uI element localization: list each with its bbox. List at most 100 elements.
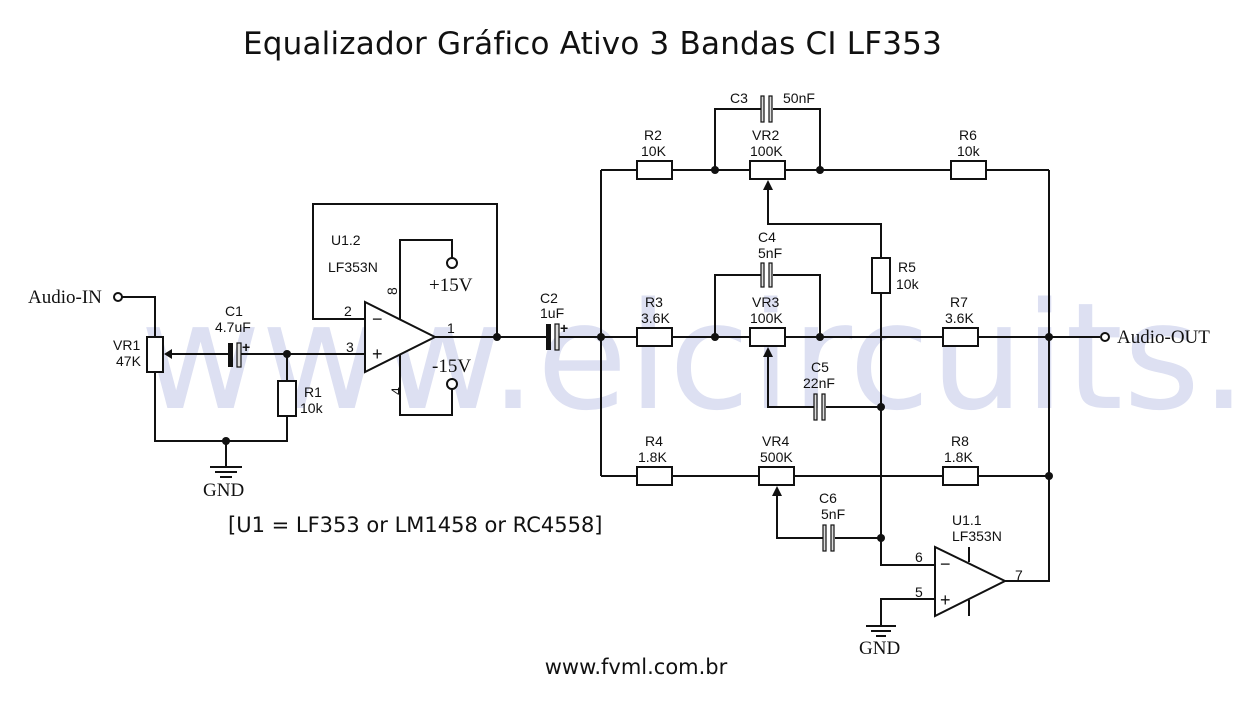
vplus-terminal xyxy=(446,257,458,269)
r8-body xyxy=(942,466,979,486)
opamp-u1-1: U1.1 LF353N − + 6 5 7 GND xyxy=(859,512,1023,659)
c5-plate xyxy=(813,393,818,421)
footer-url[interactable]: www.fvml.com.br xyxy=(544,655,728,679)
r5-body xyxy=(871,257,891,294)
r4-ref: R4 xyxy=(645,433,663,449)
capacitor-c2: + C2 1uF xyxy=(540,290,637,351)
feedback-wire xyxy=(312,203,498,337)
r5-value: 10k xyxy=(896,276,920,292)
r3-body xyxy=(636,327,673,347)
junction xyxy=(493,333,501,341)
vr2-value: 100K xyxy=(750,143,783,159)
c1-polarity: + xyxy=(242,339,250,355)
audio-out-terminal xyxy=(1100,332,1110,342)
c2-polarity: + xyxy=(560,320,568,336)
c6-plate xyxy=(830,524,835,552)
u1-1-triangle xyxy=(934,545,1008,618)
r6-value: 10k xyxy=(957,143,981,159)
c3-ref: C3 xyxy=(730,90,748,106)
u1-2-ref: U1.2 xyxy=(331,232,361,248)
c1-value: 4.7uF xyxy=(215,319,251,335)
r5-ref: R5 xyxy=(898,259,916,275)
u1-1-pin5: 5 xyxy=(915,584,923,600)
u1-2-pin8: 8 xyxy=(384,287,400,295)
junction xyxy=(877,403,885,411)
vplus-label: +15V xyxy=(429,275,473,296)
u1-2-inv-sign: − xyxy=(372,309,383,329)
c5-ref: C5 xyxy=(811,359,829,375)
ground-icon xyxy=(210,466,242,478)
vr3-body xyxy=(749,327,786,347)
junction xyxy=(877,534,885,542)
vr1-value: 47K xyxy=(116,353,142,369)
u1-1-pin6: 6 xyxy=(915,549,923,565)
c2-plate-pos xyxy=(554,323,560,351)
vr4-ref: VR4 xyxy=(762,433,789,449)
c2-plate-neg xyxy=(546,324,551,350)
audio-in-label: Audio-IN xyxy=(28,287,102,308)
r2-body xyxy=(636,160,673,180)
u1-2-pin2: 2 xyxy=(344,303,352,319)
c4-plate xyxy=(760,262,765,288)
wire xyxy=(399,239,453,320)
vr3-wiper-arrow xyxy=(763,347,773,357)
u1-1-inv-sign: − xyxy=(940,554,951,574)
input-section: Audio-IN VR1 47K + C1 4.7uF R1 10k GND xyxy=(28,287,365,501)
r1-body xyxy=(277,380,297,417)
c5-plate xyxy=(821,393,826,421)
r7-body xyxy=(942,327,979,347)
vr4-value: 500K xyxy=(760,449,793,465)
wire xyxy=(122,296,156,337)
wire xyxy=(767,190,882,258)
audio-out-label: Audio-OUT xyxy=(1117,327,1210,348)
vr2-body xyxy=(749,160,786,180)
u1-1-pin7: 7 xyxy=(1015,567,1023,583)
wire xyxy=(154,372,288,442)
r1-ref: R1 xyxy=(304,384,322,400)
c3-value: 50nF xyxy=(783,90,815,106)
r2-ref: R2 xyxy=(644,127,662,143)
right-rail xyxy=(1005,170,1050,582)
opamp-u1-2: U1.2 LF353N − + 2 3 1 8 4 +15V -15V xyxy=(312,203,548,416)
wire xyxy=(767,357,881,408)
r7-value: 3.6K xyxy=(945,310,974,326)
wire xyxy=(399,354,453,416)
vr2-ref: VR2 xyxy=(752,127,779,143)
r8-value: 1.8K xyxy=(944,449,973,465)
wire xyxy=(714,108,821,170)
vr1-wiper-arrow xyxy=(164,349,172,359)
u1-1-part: LF353N xyxy=(952,528,1002,544)
c6-plate xyxy=(822,524,827,552)
vr1-ref: VR1 xyxy=(113,337,140,353)
u1-2-pin1: 1 xyxy=(447,320,455,336)
wire xyxy=(880,598,935,626)
u1-2-part: LF353N xyxy=(328,259,378,275)
c4-value: 5nF xyxy=(758,245,782,261)
vr3-ref: VR3 xyxy=(752,294,779,310)
vr4-wiper-arrow xyxy=(772,486,782,496)
wire xyxy=(880,293,935,566)
vr4-body xyxy=(758,466,795,486)
vr2-wiper-arrow xyxy=(763,180,773,190)
r4-body xyxy=(636,466,673,486)
u1-2-noninv-sign: + xyxy=(372,344,383,364)
wire xyxy=(714,274,821,337)
r3-value: 3.6K xyxy=(641,310,670,326)
c6-ref: C6 xyxy=(819,490,837,506)
r1-value: 10k xyxy=(300,400,324,416)
ground-icon xyxy=(866,625,896,637)
u1-2-pin3: 3 xyxy=(346,339,354,355)
c2-ref: C2 xyxy=(540,290,558,306)
audio-in-terminal xyxy=(113,292,123,302)
r6-body xyxy=(950,160,987,180)
c4-ref: C4 xyxy=(758,229,776,245)
r3-ref: R3 xyxy=(645,294,663,310)
c2-value: 1uF xyxy=(540,305,564,321)
vr1-body xyxy=(146,336,164,373)
gnd-label-2: GND xyxy=(859,638,900,659)
ic-substitution-note: [U1 = LF353 or LM1458 or RC4558] xyxy=(228,513,603,537)
u1-1-ref: U1.1 xyxy=(952,512,982,528)
vr3-value: 100K xyxy=(750,310,783,326)
wire xyxy=(776,496,881,539)
